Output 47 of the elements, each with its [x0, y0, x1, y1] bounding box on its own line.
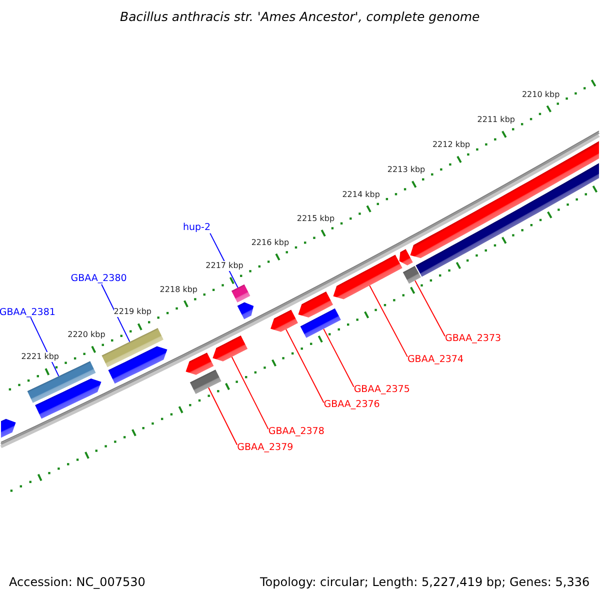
- gene-label: hup-2: [182, 222, 210, 234]
- scale-label: 2214 kbp: [342, 190, 380, 200]
- scale-label: 2218 kbp: [160, 284, 198, 295]
- gene-bar: [190, 370, 222, 394]
- gene-feature: [186, 352, 214, 375]
- gene-label: GBAA_2381: [0, 306, 56, 318]
- accession-text: Accession: NC_007530: [9, 575, 146, 589]
- genome-summary-text: Topology: circular; Length: 5,227,419 bp; Genes: 5,336: [260, 575, 590, 589]
- scale-label: 2213 kbp: [387, 165, 426, 176]
- gene-bar: [300, 308, 341, 338]
- leader-line: [369, 285, 408, 358]
- gene-feature: [410, 141, 599, 258]
- leader-line: [323, 328, 354, 388]
- gene-bar: [231, 284, 250, 302]
- scale-label: 2219 kbp: [114, 307, 152, 318]
- gene-feature: [399, 249, 413, 266]
- gene-label: GBAA_2378: [268, 426, 324, 437]
- scale-label: 2221 kbp: [21, 352, 59, 362]
- gene-feature: [35, 378, 102, 419]
- gene-feature: [212, 336, 248, 362]
- gene-feature: [1, 418, 16, 438]
- gene-bar: [402, 266, 421, 284]
- title: Bacillus anthracis str. 'Ames Ancestor', complete genome: [120, 9, 480, 24]
- gene-feature: [333, 254, 402, 300]
- gene-feature: [298, 292, 334, 318]
- gene-bar: [27, 361, 96, 403]
- gene-feature: [237, 302, 254, 320]
- gene-label: GBAA_2373: [445, 332, 502, 344]
- gene-label: GBAA_2374: [407, 354, 464, 364]
- scale-label: 2211 kbp: [477, 115, 515, 126]
- gene-label: GBAA_2375: [354, 384, 410, 395]
- scale-label: 2215 kbp: [296, 214, 335, 224]
- leader-line: [101, 284, 130, 342]
- scale-label: 2220 kbp: [68, 330, 106, 340]
- scale-label: 2212 kbp: [432, 140, 470, 150]
- leader-line: [414, 280, 446, 337]
- leader-line: [208, 387, 238, 446]
- leader-line: [231, 356, 269, 430]
- gene-label: GBAA_2376: [324, 399, 380, 410]
- gene-label: GBAA_2380: [70, 273, 127, 284]
- scale-label: 2216 kbp: [251, 238, 290, 248]
- leader-line: [286, 328, 324, 404]
- scale-label: 2210 kbp: [522, 90, 560, 100]
- scale-label: 2217 kbp: [206, 261, 244, 272]
- gene-feature: [108, 346, 168, 384]
- gene-feature: [270, 310, 298, 332]
- gene-label: GBAA_2379: [237, 442, 294, 453]
